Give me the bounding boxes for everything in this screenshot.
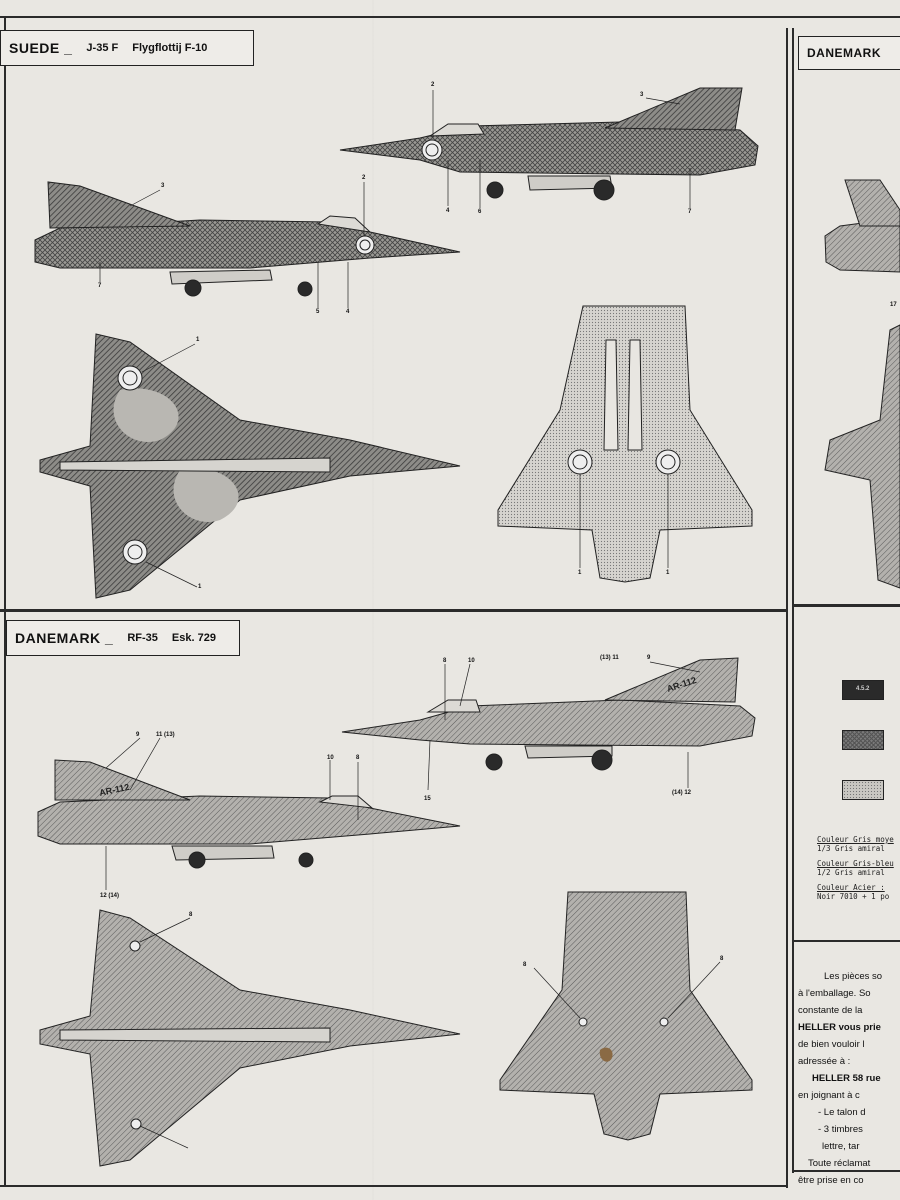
callout-label: 2 <box>431 82 435 88</box>
title-denmark-top: DANEMARK <box>798 36 900 70</box>
instr-line: adressée à : <box>798 1056 851 1067</box>
callout-label: (14) 12 <box>672 790 692 796</box>
callout-label: 8 <box>443 658 447 664</box>
callout-label: 7 <box>98 283 102 289</box>
country-label: DANEMARK _ <box>15 630 114 646</box>
country-label: DANEMARK <box>807 46 881 60</box>
left-border <box>4 16 6 1186</box>
title-denmark: DANEMARK _ RF-35 Esk. 729 <box>6 620 240 656</box>
legend-title: Couleur Acier : <box>817 883 885 892</box>
instr-line: HELLER vous prie <box>798 1022 881 1033</box>
callout-label: (13) 11 <box>600 655 619 661</box>
legend-item: Couleur Acier : Noir 7010 + 1 po <box>817 883 889 901</box>
column-divider <box>786 28 788 1188</box>
sweden-bottom-view <box>497 305 753 583</box>
instr-line: lettre, tar <box>822 1141 860 1152</box>
callout-label: 1 <box>196 337 200 343</box>
callout-label: 5 <box>316 309 320 315</box>
callout-label: 1 <box>578 570 582 576</box>
sweden-top-view <box>39 333 461 599</box>
denmark-top-view <box>39 909 461 1167</box>
legend-item: Couleur Gris-bleu 1/2 Gris amiral <box>817 859 894 877</box>
legend-desc: 1/3 Gris amiral <box>817 844 885 853</box>
callout-label: 11 (13) <box>156 732 175 738</box>
swatch-dark <box>842 680 884 700</box>
right-bottom-border <box>792 1170 900 1172</box>
instr-line: HELLER 58 rue <box>812 1073 881 1084</box>
denmark-side-view-left: AR-112 <box>37 759 461 869</box>
callout-label: 15 <box>424 796 431 802</box>
legend-title: Couleur Gris-bleu <box>817 859 894 868</box>
instr-line: constante de la <box>798 1005 863 1016</box>
callout-label: 9 <box>136 732 140 738</box>
mid-divider <box>0 609 786 612</box>
legend-item: Couleur Gris moye 1/3 Gris amiral <box>817 835 894 853</box>
instr-line: de bien vouloir l <box>798 1039 865 1050</box>
instr-line: - Le talon d <box>818 1107 866 1118</box>
legend-title: Couleur Gris moye <box>817 835 894 844</box>
mid-divider-right <box>792 604 900 607</box>
callout-label: 8 <box>356 755 360 761</box>
callout-label: 2 <box>362 175 366 181</box>
instr-line: Les pièces so <box>824 971 883 982</box>
bottom-border <box>0 1185 786 1187</box>
denmark-partial-top <box>824 179 900 589</box>
model-label: RF-35 <box>127 632 158 644</box>
instructions-block: Les pièces so à l'emballage. So constant… <box>798 968 900 1189</box>
top-border <box>0 16 900 18</box>
swatch-mid <box>842 730 884 750</box>
instr-line: Toute réclamat <box>808 1158 871 1169</box>
callout-label: 4 <box>446 208 450 214</box>
unit-label: Flygflottij F-10 <box>132 42 208 54</box>
callout-label: 12 (14) <box>100 893 120 899</box>
instr-line: en joignant à c <box>798 1090 860 1101</box>
callout-label: 3 <box>640 92 644 98</box>
callout-label: 9 <box>647 655 651 661</box>
callout-label: 1 <box>666 570 670 576</box>
callout-leaders <box>99 90 721 1149</box>
callout-label: 4 <box>346 309 350 315</box>
denmark-bottom-view <box>499 891 753 1141</box>
callout-label: 8 <box>720 956 724 962</box>
instr-line: être prise en co <box>798 1175 864 1186</box>
swatch-label: 4.5.2 <box>856 686 870 692</box>
callout-label: 8 <box>523 962 527 968</box>
instr-line: à l'emballage. So <box>798 988 871 999</box>
instr-line: - 3 timbres <box>818 1124 863 1135</box>
swatch-light <box>842 780 884 800</box>
sweden-side-view-right <box>339 87 759 201</box>
country-label: SUEDE _ <box>9 40 73 56</box>
callout-label: 7 <box>688 209 692 215</box>
denmark-side-view-right: AR-112 <box>341 657 756 771</box>
callout-label: 10 <box>468 658 475 664</box>
legend-divider <box>792 940 900 942</box>
paper-fold <box>372 0 374 1200</box>
model-label: J-35 F <box>86 42 119 54</box>
callout-label: 3 <box>161 183 165 189</box>
unit-label: Esk. 729 <box>171 632 216 644</box>
callout-label: 10 <box>327 755 334 761</box>
column-divider-2 <box>792 28 794 1173</box>
callout-label: 1 <box>198 584 202 590</box>
sweden-side-view-left <box>34 181 461 297</box>
callout-label: 6 <box>478 209 482 215</box>
callout-label: 17 <box>890 302 897 308</box>
title-sweden: SUEDE _ J-35 F Flygflottij F-10 <box>0 30 254 66</box>
legend-desc: 1/2 Gris amiral <box>817 868 885 877</box>
legend-desc: Noir 7010 + 1 po <box>817 892 890 901</box>
callout-label: 8 <box>189 912 193 918</box>
